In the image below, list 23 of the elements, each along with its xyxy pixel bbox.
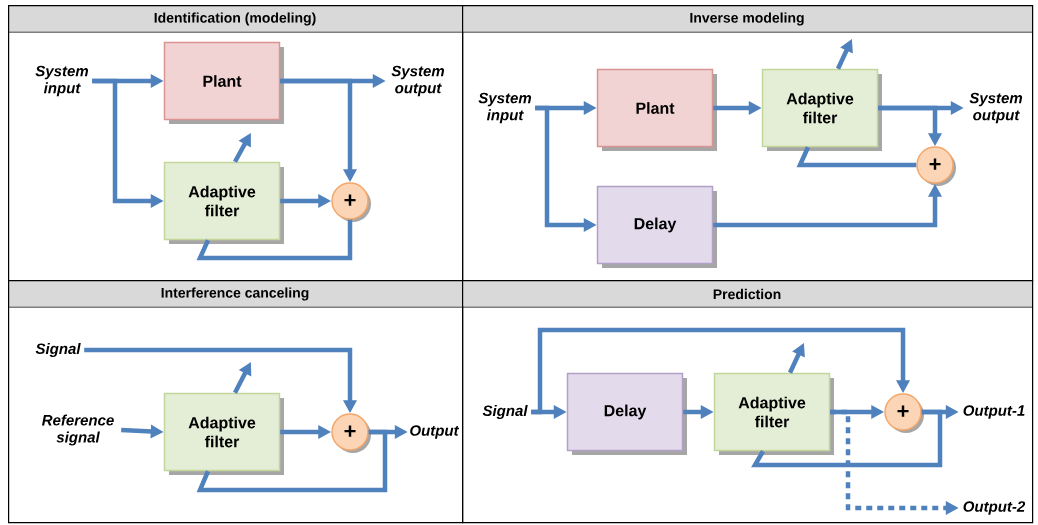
- delay-box: Delay: [596, 185, 717, 268]
- filter-box: Adaptive filter: [163, 161, 284, 244]
- filter-box: Adaptive filter: [163, 392, 284, 475]
- signal-label: System output: [969, 92, 1023, 124]
- signal-label: System input: [478, 92, 532, 124]
- signal-label: Signal: [35, 343, 81, 357]
- signal-label: Output: [410, 425, 460, 439]
- signal-label: System output: [391, 65, 445, 97]
- delay-box: Delay: [566, 372, 687, 455]
- connector-line: [196, 219, 353, 261]
- signal-label: System input: [35, 65, 89, 97]
- arrow: [531, 327, 911, 415]
- signal-label: Reference signal: [42, 414, 114, 446]
- plant-box: Plant: [596, 68, 717, 151]
- filter-box: Adaptive filter: [761, 68, 882, 151]
- signal-label: Signal: [482, 405, 528, 419]
- signal-label: Output-1: [963, 405, 1025, 419]
- plant-box: Plant: [163, 41, 284, 124]
- filter-box: Adaptive filter: [713, 372, 834, 455]
- signal-label: Output-2: [963, 501, 1026, 515]
- connector-line: [751, 409, 943, 468]
- connector-line: [196, 429, 388, 493]
- connector-line: [796, 146, 917, 168]
